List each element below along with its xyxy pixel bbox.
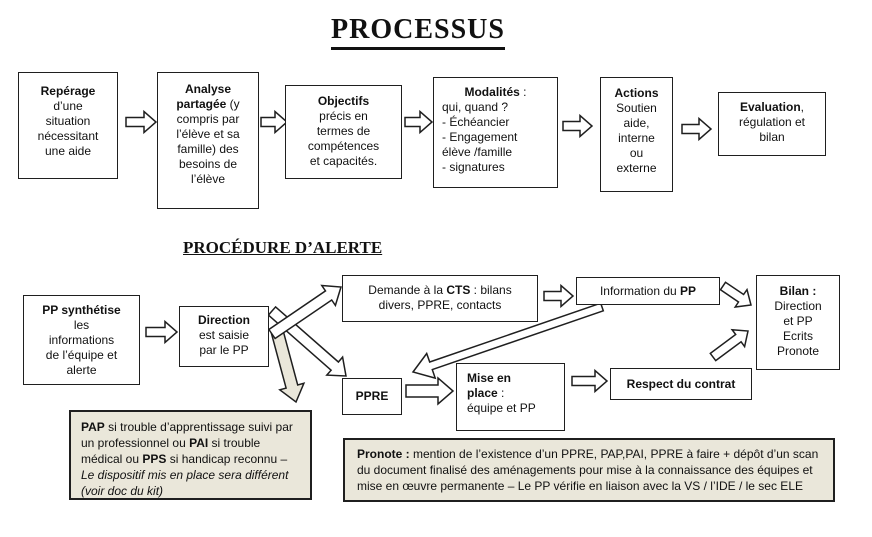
box-reperage-title: Repérage	[40, 84, 96, 98]
pps-bold: PPS	[142, 452, 167, 466]
box-objectifs-line: et capacités.	[309, 154, 378, 168]
arrow-information-ppre	[411, 302, 605, 380]
box-evaluation-line: bilan	[759, 130, 785, 144]
box-actions-title: Actions	[614, 86, 659, 100]
box-objectifs-line: termes de	[316, 124, 371, 138]
box-pp-synthetise-line: alerte	[66, 363, 97, 377]
box-bilan-line: Direction	[774, 299, 822, 313]
box-objectifs-line: compétences	[307, 139, 380, 153]
arrow-cts-information	[543, 283, 575, 309]
pap-text2: si trouble médical ou	[81, 436, 261, 466]
box-actions: Actions Soutien aide, interne ou externe	[600, 77, 673, 192]
box-analyse: Analyse partagée (y compris par l’élève …	[157, 72, 259, 209]
page-title: PROCESSUS	[331, 14, 505, 50]
box-modalites-line: - Engagement	[442, 130, 518, 144]
box-evaluation-line: régulation et	[738, 115, 806, 129]
box-reperage-line: nécessitant	[37, 129, 99, 143]
box-demande-cts-text2: : bilans divers, PPRE, contacts	[378, 283, 512, 312]
box-reperage-line: situation	[45, 114, 91, 128]
alert-section-title: PROCÉDURE D’ALERTE	[183, 238, 383, 257]
box-modalites-line: - signatures	[442, 160, 505, 174]
box-analyse-title: Analyse partagée	[176, 82, 232, 111]
box-direction-title: Direction	[197, 313, 250, 327]
box-mise-en-place-line: équipe et PP	[467, 401, 536, 415]
arrow-direction-pap	[270, 328, 306, 404]
arrow-mise-respect	[571, 368, 609, 394]
box-ppre-title: PPRE	[355, 389, 389, 403]
pap-bold: PAP	[81, 420, 105, 434]
box-bilan-title: Bilan :	[779, 284, 817, 298]
box-direction-line: est saisie	[198, 328, 250, 342]
box-demande-cts: Demande à la CTS : bilans divers, PPRE, …	[342, 275, 538, 322]
box-mise-en-place-title2: place :	[467, 386, 505, 400]
box-bilan-line: Pronote	[776, 344, 820, 358]
box-direction-line: par le PP	[199, 343, 249, 357]
box-respect-contrat-title: Respect du contrat	[626, 376, 736, 391]
box-pp-synthetise-line: informations	[48, 333, 115, 347]
box-reperage: Repérage d’une situation nécessitant une…	[18, 72, 118, 179]
pap-text: si trouble d’apprentissage suivi par un …	[81, 420, 293, 450]
box-evaluation-title: Evaluation,	[739, 100, 805, 114]
box-actions-line: aide,	[623, 116, 650, 130]
box-modalites-line: - Échéancier	[442, 115, 510, 129]
pronote-text: mention de l’existence d’un PPRE, PAP,PA…	[357, 447, 819, 493]
arrow-reperage-analyse	[125, 109, 158, 135]
arrow-pp-direction	[145, 319, 179, 345]
box-reperage-line: d’une	[53, 99, 83, 113]
arrow-actions-evaluation	[681, 116, 713, 142]
box-pronote-note: Pronote : mention de l’existence d’un PP…	[343, 438, 835, 502]
box-actions-line: interne	[618, 131, 655, 145]
pai-bold: PAI	[189, 436, 209, 450]
box-pp-synthetise: PP synthétise les informations de l’équi…	[23, 295, 140, 385]
box-reperage-line: une aide	[44, 144, 92, 158]
arrow-respect-bilan	[709, 328, 749, 362]
box-information-pp-text: Information du PP	[599, 283, 697, 298]
box-mise-en-place-title: Mise en	[467, 371, 512, 385]
box-actions-line: ou	[629, 146, 644, 160]
box-pap-note: PAP si trouble d’apprentissage suivi par…	[69, 410, 312, 500]
box-objectifs-line: précis en	[319, 109, 368, 123]
box-direction: Direction est saisie par le PP	[179, 306, 269, 367]
arrow-ppre-mise	[405, 376, 455, 406]
box-demande-cts-bold: CTS	[446, 283, 471, 297]
box-modalites-line: qui, quand ?	[442, 100, 509, 114]
box-information-pp: Information du PP	[576, 277, 720, 305]
arrow-objectifs-modalites	[404, 109, 434, 135]
box-demande-cts-text: Demande à la	[368, 283, 447, 297]
box-respect-contrat: Respect du contrat	[610, 368, 752, 400]
box-objectifs: Objectifs précis en termes de compétence…	[285, 85, 402, 179]
pap-text3: si handicap reconnu –	[166, 452, 288, 466]
arrow-information-bilan	[719, 281, 752, 308]
box-modalites: Modalités : qui, quand ? - Échéancier - …	[433, 77, 558, 188]
box-pp-synthetise-line: les	[73, 318, 90, 332]
box-analyse-text: (y compris par l’élève et sa famille) de…	[176, 97, 240, 186]
pap-italic-text: Le dispositif mis en place sera différen…	[81, 468, 289, 498]
box-objectifs-title: Objectifs	[317, 94, 370, 108]
arrow-direction-cts	[267, 284, 342, 340]
pronote-bold: Pronote :	[357, 447, 410, 461]
box-mise-en-place: Mise en place : équipe et PP	[456, 363, 565, 431]
box-modalites-title: Modalités :	[464, 85, 527, 99]
box-actions-line: Soutien	[616, 101, 657, 115]
box-pp-synthetise-title: PP synthétise	[42, 303, 121, 317]
box-bilan-line: et PP	[783, 314, 813, 328]
box-pp-synthetise-line: de l’équipe et	[45, 348, 118, 362]
box-actions-line: externe	[616, 161, 657, 175]
box-evaluation: Evaluation, régulation et bilan	[718, 92, 826, 156]
arrow-modalites-actions	[562, 113, 594, 139]
box-bilan-line: Ecrits	[783, 329, 813, 343]
box-ppre: PPRE	[342, 378, 402, 415]
box-modalites-line: élève /famille	[442, 145, 513, 159]
box-bilan: Bilan : Direction et PP Ecrits Pronote	[756, 275, 840, 370]
arrow-analyse-objectifs	[260, 109, 289, 135]
